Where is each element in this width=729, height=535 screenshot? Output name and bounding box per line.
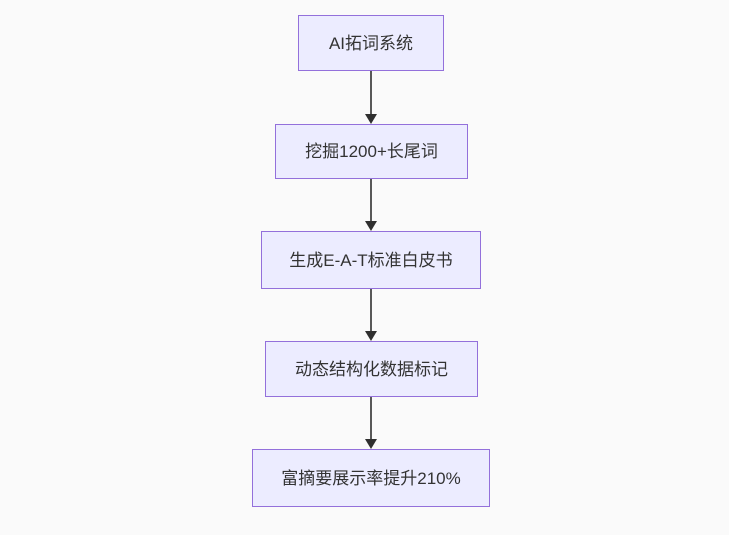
flowchart-node-structured-data: 动态结构化数据标记 <box>265 341 478 397</box>
node-label: 挖掘1200+长尾词 <box>305 142 438 161</box>
arrow-line <box>370 71 372 114</box>
flowchart-arrow-1 <box>365 71 377 124</box>
flowchart-node-eat-whitepaper: 生成E-A-T标准白皮书 <box>261 231 481 289</box>
arrow-head-icon <box>365 331 377 341</box>
arrow-head-icon <box>365 439 377 449</box>
node-label: 富摘要展示率提升210% <box>281 468 461 488</box>
arrow-line <box>370 289 372 331</box>
flowchart-node-longtail-keywords: 挖掘1200+长尾词 <box>275 124 468 179</box>
flowchart-arrow-3 <box>365 289 377 341</box>
flowchart-arrow-2 <box>365 179 377 231</box>
arrow-head-icon <box>365 221 377 231</box>
flowchart-arrow-4 <box>365 397 377 449</box>
node-label: 生成E-A-T标准白皮书 <box>289 250 453 270</box>
arrow-line <box>370 397 372 439</box>
arrow-head-icon <box>365 114 377 124</box>
arrow-line <box>370 179 372 221</box>
flowchart-node-ai-word-system: AI拓词系统 <box>298 15 444 71</box>
flowchart-node-rich-snippet-rate: 富摘要展示率提升210% <box>252 449 490 507</box>
node-label: AI拓词系统 <box>328 33 414 53</box>
node-label: 动态结构化数据标记 <box>295 359 448 379</box>
